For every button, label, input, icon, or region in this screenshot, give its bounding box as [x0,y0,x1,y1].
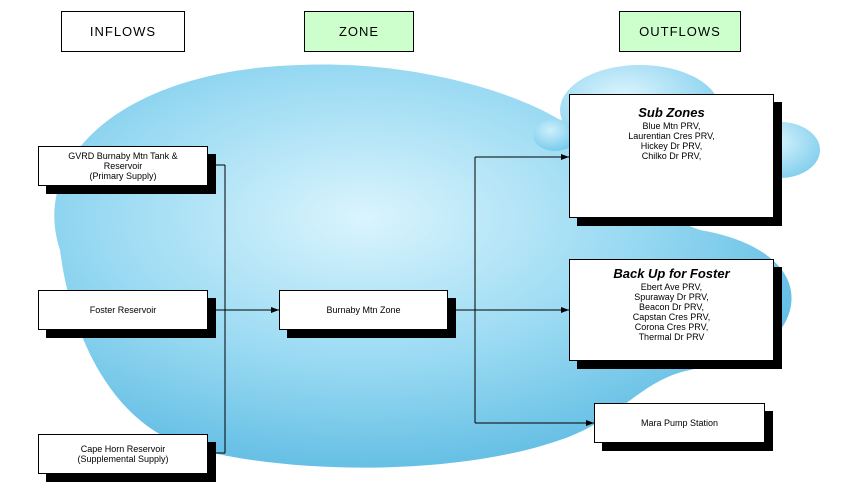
inflow-foster-label: Foster Reservoir [89,305,157,315]
backup-item: Spuraway Dr PRV, [634,292,709,302]
sub-zones-item: Laurentian Cres PRV, [628,131,715,141]
outflow-sub-zones-box: Sub Zones Blue Mtn PRV, Laurentian Cres … [569,94,774,218]
inflow-gvrd-line3: (Primary Supply) [89,171,157,181]
sub-zones-item: Hickey Dr PRV, [640,141,703,151]
outflow-mara-pump-box: Mara Pump Station [594,403,765,443]
water-drop-shape [533,119,577,151]
outflows-header: OUTFLOWS [619,11,741,52]
inflow-cape-horn-box: Cape Horn Reservoir (Supplemental Supply… [38,434,208,474]
backup-item: Capstan Cres PRV, [632,312,711,322]
zone-burnaby-mtn-label: Burnaby Mtn Zone [326,305,401,315]
zone-burnaby-mtn-box: Burnaby Mtn Zone [279,290,448,330]
inflow-cape-horn-line1: Cape Horn Reservoir [80,444,166,454]
backup-item: Beacon Dr PRV, [638,302,705,312]
zone-header: ZONE [304,11,414,52]
outflows-header-label: OUTFLOWS [639,24,721,39]
inflow-gvrd-line2: Reservoir [103,161,143,171]
backup-item: Ebert Ave PRV, [640,282,703,292]
backup-item: Corona Cres PRV, [634,322,709,332]
inflows-header: INFLOWS [61,11,185,52]
mara-pump-label: Mara Pump Station [640,418,719,428]
inflow-cape-horn-line2: (Supplemental Supply) [77,454,169,464]
inflow-gvrd-box: GVRD Burnaby Mtn Tank & Reservoir (Prima… [38,146,208,186]
sub-zones-title: Sub Zones [638,105,705,120]
outflow-backup-box: Back Up for Foster Ebert Ave PRV, Spuraw… [569,259,774,361]
sub-zones-item: Blue Mtn PRV, [642,121,701,131]
backup-title: Back Up for Foster [613,266,730,281]
backup-item: Thermal Dr PRV [638,332,705,342]
inflow-gvrd-line1: GVRD Burnaby Mtn Tank & [68,151,178,161]
inflow-foster-box: Foster Reservoir [38,290,208,330]
sub-zones-item: Chilko Dr PRV, [641,151,702,161]
inflows-header-label: INFLOWS [89,24,157,39]
zone-header-label: ZONE [338,24,380,39]
